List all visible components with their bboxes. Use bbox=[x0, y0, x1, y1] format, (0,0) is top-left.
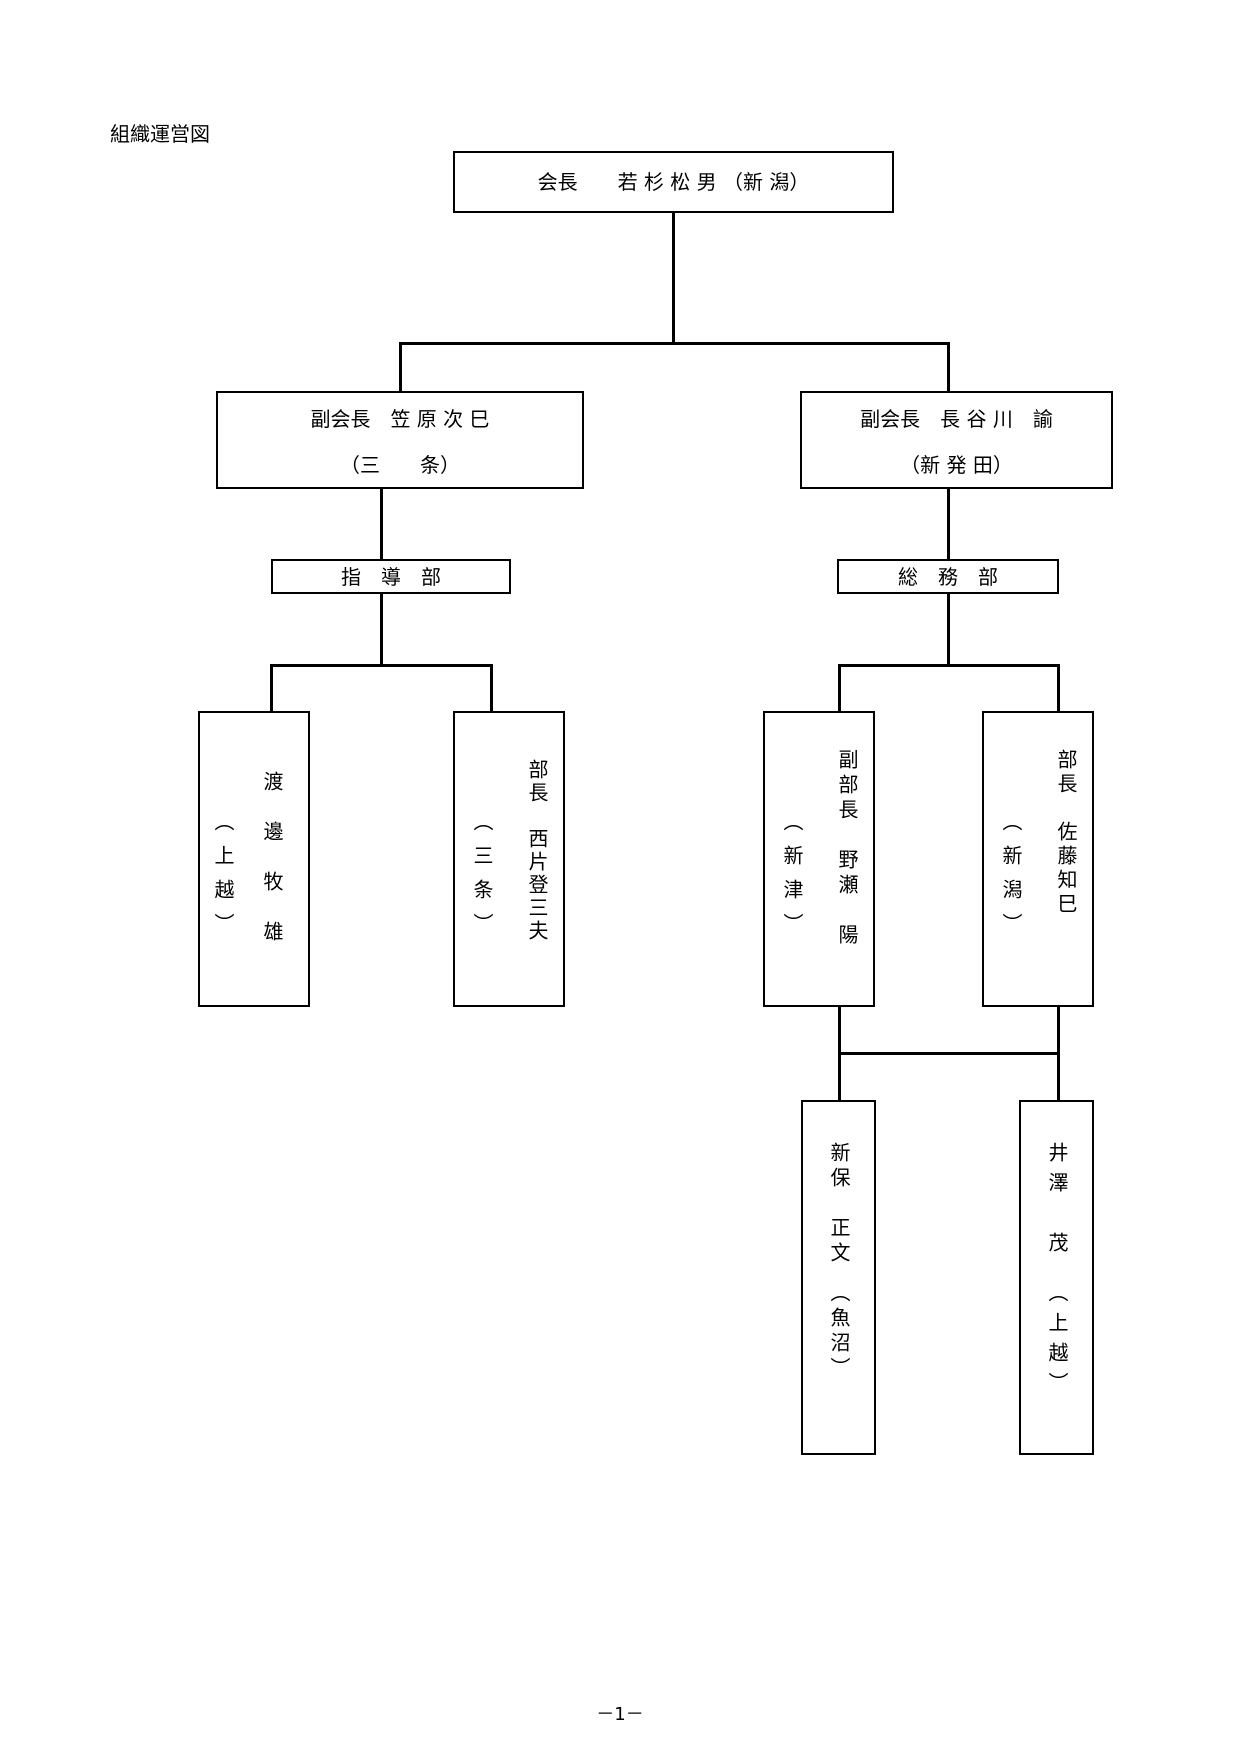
connector-vp-right-to-dept bbox=[947, 487, 950, 560]
member-sato-region: （新潟） bbox=[999, 811, 1023, 947]
vp-right-box: 副会長 長 谷 川 諭 （新 発 田） bbox=[800, 391, 1113, 489]
member-nishikata-name: 部長 西片登三夫 bbox=[525, 759, 549, 943]
vp-right-name: 副会長 長 谷 川 諭 bbox=[860, 407, 1053, 431]
president-box: 会長 若 杉 松 男 （新 潟） bbox=[453, 151, 894, 213]
member-isawa-text: 井澤 茂 （上越） bbox=[1045, 1142, 1069, 1402]
member-box-isawa: 井澤 茂 （上越） bbox=[1019, 1100, 1094, 1455]
dept-right-box: 総 務 部 bbox=[837, 559, 1059, 594]
vp-left-box: 副会長 笠 原 次 巳 （三 条） bbox=[216, 391, 584, 489]
connector-left-member-1 bbox=[270, 664, 273, 712]
connector-dept-left-down bbox=[380, 592, 383, 666]
vp-left-name: 副会長 笠 原 次 巳 bbox=[310, 407, 490, 431]
connector-vp-left-to-dept bbox=[380, 487, 383, 560]
member-watanabe-name: 渡邊牧雄 bbox=[260, 771, 284, 971]
connector-lower-horizontal bbox=[838, 1052, 1060, 1055]
connector-left-member-2 bbox=[490, 664, 493, 712]
member-box-sato: 部長 佐藤知巳 （新潟） bbox=[982, 711, 1094, 1007]
member-box-shimbo: 新保 正文 （魚沼） bbox=[801, 1100, 876, 1455]
vp-right-region: （新 発 田） bbox=[900, 453, 1013, 477]
member-nishikata-region: （三条） bbox=[470, 811, 494, 947]
connector-vp-left bbox=[399, 342, 402, 392]
connector-right-member-1 bbox=[838, 664, 841, 712]
member-nose-region: （新津） bbox=[780, 811, 804, 947]
connector-left-members bbox=[270, 664, 492, 667]
member-nose-name: 副部長 野瀬 陽 bbox=[835, 749, 859, 949]
member-box-nose: 副部長 野瀬 陽 （新津） bbox=[763, 711, 875, 1007]
page-number: －1－ bbox=[596, 1704, 644, 1725]
connector-right-member-2 bbox=[1057, 664, 1060, 712]
member-shimbo-text: 新保 正文 （魚沼） bbox=[827, 1142, 851, 1382]
member-box-watanabe: 渡邊牧雄 （上越） bbox=[198, 711, 310, 1007]
connector-right-members bbox=[838, 664, 1060, 667]
president-text: 会長 若 杉 松 男 （新 潟） bbox=[537, 170, 810, 194]
connector-dept-right-down bbox=[947, 592, 950, 666]
connector-vp-horizontal bbox=[399, 342, 949, 345]
member-sato-name: 部長 佐藤知巳 bbox=[1054, 749, 1078, 917]
connector-president-down bbox=[672, 212, 675, 344]
dept-left-box: 指 導 部 bbox=[271, 559, 511, 594]
dept-right-label: 総 務 部 bbox=[898, 565, 998, 589]
dept-left-label: 指 導 部 bbox=[341, 565, 441, 589]
member-box-nishikata: 部長 西片登三夫 （三条） bbox=[453, 711, 565, 1007]
member-watanabe-region: （上越） bbox=[211, 811, 235, 947]
connector-vp-right bbox=[947, 342, 950, 392]
vp-left-region: （三 条） bbox=[340, 453, 460, 477]
page-title: 組織運営図 bbox=[110, 122, 210, 146]
